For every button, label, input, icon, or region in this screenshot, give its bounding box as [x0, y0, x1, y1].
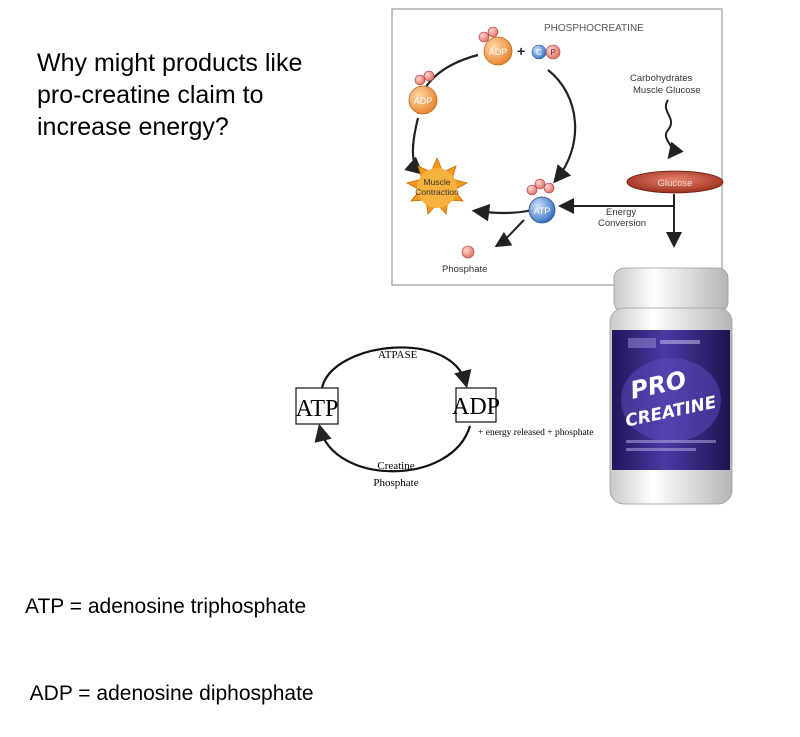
arrow-cp-to-atp — [547, 69, 577, 184]
energy-label-1: Energy — [606, 207, 636, 218]
atpase-label: ATPASE — [378, 349, 418, 361]
label-strip — [660, 340, 700, 344]
cp-phosphate-circle — [545, 44, 561, 60]
energy-label-2: Conversion — [598, 218, 646, 229]
jar-label-swirl — [621, 358, 721, 442]
adp-left-label: ADP — [414, 96, 433, 106]
carbohydrates-label-1: Carbohydrates — [630, 73, 693, 84]
figure-title: PHOSPHOCREATINE — [544, 23, 644, 34]
definitions: ATP = adenosine triphosphate ADP = adeno… — [25, 534, 314, 737]
phosphate-label: Phosphate — [442, 264, 487, 275]
plus-sign: + — [517, 43, 525, 59]
phosphate-ball — [487, 26, 499, 38]
atp-box — [295, 387, 339, 425]
muscle-contraction-core — [417, 168, 457, 208]
phosphate-ball — [414, 74, 426, 86]
glucose-label: Glucose — [658, 178, 693, 189]
question-text: Why might products like pro-creatine cla… — [37, 49, 303, 141]
phosphate-ball — [478, 31, 490, 43]
atp-box-label: ATP — [296, 396, 339, 422]
top-arc-arrow — [320, 346, 472, 389]
carbohydrates-label-2: Muscle Glucose — [633, 85, 701, 96]
glucose-ellipse — [626, 170, 724, 194]
arrow-atp-to-phosphate — [494, 219, 525, 248]
atp-adp-cycle: ATPASE ATP ADP + energy released + phosp… — [295, 346, 594, 489]
adp-definition: ADP = adenosine diphosphate — [25, 682, 314, 705]
phosphate-ball — [423, 70, 435, 82]
adp-box-label: ADP — [452, 394, 500, 420]
phosphate-released-ball — [461, 245, 475, 259]
creatine-phosphate-label-2: Phosphate — [373, 477, 418, 489]
adp-top-label: ADP — [489, 47, 508, 57]
adp-left-circle — [408, 85, 438, 115]
atp-label: ATP — [534, 206, 551, 216]
atp-definition: ATP = adenosine triphosphate — [25, 595, 307, 618]
phosphate-ball — [526, 184, 538, 196]
atp-circle — [528, 196, 556, 224]
phosphate-ball — [543, 182, 555, 194]
label-badge — [628, 338, 656, 348]
creatine-phosphate-label-1: Creatine — [377, 460, 414, 472]
phosphocreatine-figure: PHOSPHOCREATINE ADP + C P ADP Muscle Con… — [391, 8, 724, 286]
cp-phosphate-label: P — [550, 48, 555, 57]
adp-top-circle — [483, 36, 513, 66]
phosphate-ball — [534, 178, 546, 190]
adp-box — [455, 387, 497, 423]
label-fineprint — [626, 448, 696, 451]
muscle-contraction-label-2: Contraction — [415, 187, 459, 197]
energy-released-label: + energy released + phosphate — [478, 428, 594, 438]
squiggle-arrow — [665, 99, 684, 160]
bottom-arc-arrow — [314, 423, 472, 473]
pro-creatine-jar: PRO CREATINE — [609, 267, 733, 505]
jar-lid — [613, 267, 729, 313]
label-fineprint — [626, 440, 716, 443]
diagrams-canvas: PHOSPHOCREATINE ADP + C P ADP Muscle Con… — [295, 8, 733, 505]
creatine-label: C — [536, 48, 542, 57]
muscle-contraction-label-1: Muscle — [424, 177, 451, 187]
arrow-adp-to-contraction — [404, 117, 424, 175]
